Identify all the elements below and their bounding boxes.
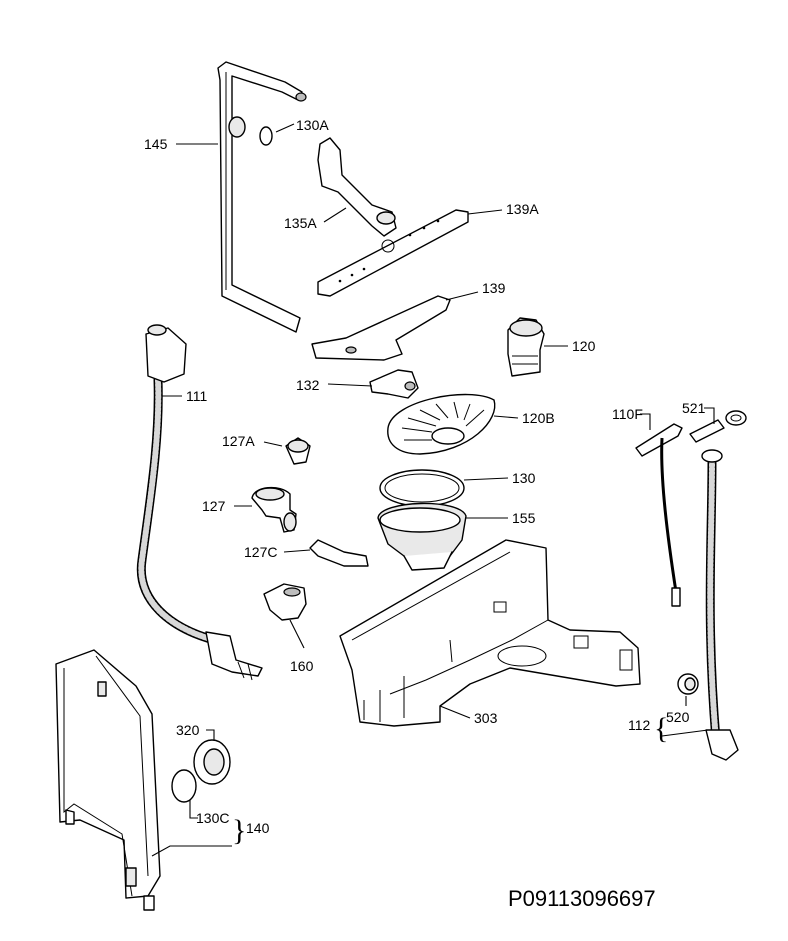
- part-127A-connector[interactable]: [285, 437, 311, 465]
- leader-lines: [151, 123, 715, 857]
- label-521: 521: [682, 400, 706, 416]
- part-140-panel[interactable]: [55, 649, 161, 911]
- label-132: 132: [296, 377, 320, 393]
- label-130A: 130A: [296, 117, 329, 133]
- part-127-t-piece[interactable]: [251, 487, 297, 533]
- label-127A: 127A: [222, 433, 255, 449]
- label-130C: 130C: [196, 810, 229, 826]
- part-111-inlet-hose[interactable]: [136, 324, 263, 681]
- part-145-supply-pipe[interactable]: [217, 61, 307, 333]
- label-130: 130: [512, 470, 536, 486]
- part-135A-arm-carrier[interactable]: [317, 137, 397, 237]
- brace-112: {: [654, 712, 668, 745]
- part-120-filter[interactable]: [507, 317, 545, 377]
- drawing-code: P09113096697: [508, 886, 656, 911]
- part-139A-upper-spray-arm[interactable]: [317, 209, 469, 297]
- part-521-clip[interactable]: [689, 410, 747, 443]
- part-320-ring[interactable]: [193, 739, 231, 785]
- label-120: 120: [572, 338, 596, 354]
- label-112: 112: [628, 717, 651, 733]
- part-155-sump[interactable]: [377, 502, 467, 571]
- label-139A: 139A: [506, 201, 539, 217]
- label-320: 320: [176, 722, 200, 738]
- part-160-valve[interactable]: [263, 583, 307, 621]
- label-110F: 110F: [612, 406, 643, 422]
- part-130A-o-ring[interactable]: [259, 126, 273, 146]
- label-160: 160: [290, 658, 314, 674]
- part-130-seal-ring[interactable]: [379, 469, 465, 507]
- part-112-drain-hose[interactable]: [701, 449, 739, 761]
- brace-140: }: [232, 814, 246, 847]
- label-139: 139: [482, 280, 506, 296]
- part-130C-seal[interactable]: [171, 769, 197, 803]
- label-127: 127: [202, 498, 226, 514]
- label-111: 111: [186, 388, 207, 404]
- label-120B: 120B: [522, 410, 555, 426]
- part-303-base[interactable]: [339, 539, 641, 727]
- part-132-bracket[interactable]: [369, 369, 419, 399]
- part-520-grommet[interactable]: [677, 673, 699, 695]
- label-145: 145: [144, 136, 168, 152]
- label-135A: 135A: [284, 215, 317, 231]
- label-520: 520: [666, 709, 690, 725]
- part-120B-filter-plate[interactable]: [387, 393, 496, 455]
- part-110F-cable[interactable]: [635, 423, 683, 607]
- label-127C: 127C: [244, 544, 277, 560]
- label-155: 155: [512, 510, 536, 526]
- part-139-lower-spray-arm[interactable]: [311, 295, 451, 361]
- label-140: 140: [246, 820, 270, 836]
- part-127C-hose[interactable]: [309, 539, 369, 567]
- label-303: 303: [474, 710, 498, 726]
